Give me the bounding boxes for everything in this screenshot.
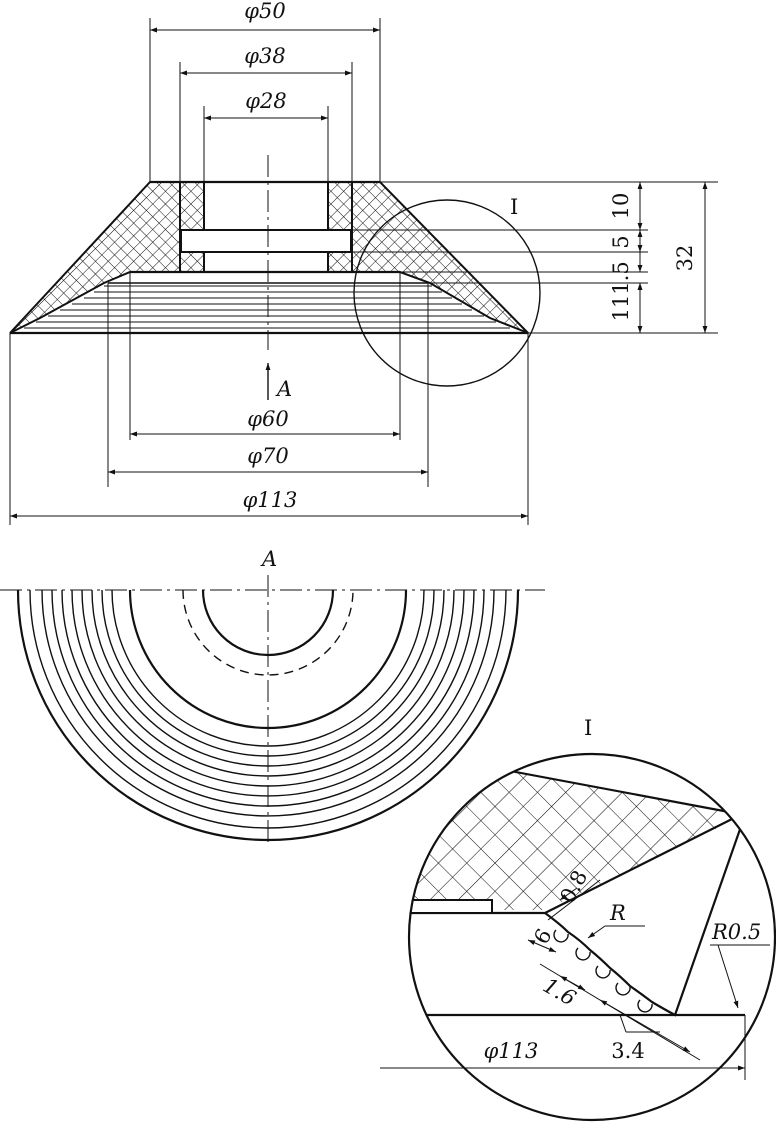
detail-dim-6: 6 xyxy=(529,925,556,949)
abrasive-layers xyxy=(24,285,510,329)
dim-phi60: φ60 xyxy=(247,407,288,431)
dim-1-5: 1.5 xyxy=(609,261,633,294)
groove-band xyxy=(180,229,352,253)
front-section-view xyxy=(9,155,529,350)
view-a: A xyxy=(0,547,545,845)
detail-dim-r0-5: R0.5 xyxy=(711,920,761,944)
concentric-rings xyxy=(16,589,520,842)
hub-ring-left xyxy=(179,181,205,273)
view-a-label: A xyxy=(260,547,277,571)
dim-11: 11 xyxy=(609,295,633,322)
dim-10: 10 xyxy=(609,193,633,220)
dim-phi50: φ50 xyxy=(244,0,285,23)
detail-i: I 0.8 R R0.5 6 1.6 xyxy=(380,716,776,1122)
detail-i-label: I xyxy=(584,716,592,740)
hub-ring-right xyxy=(327,181,353,273)
detail-cone-body xyxy=(409,760,745,910)
front-dimensions: φ50 φ38 φ28 A φ60 φ70 φ113 xyxy=(9,0,718,525)
dim-5: 5 xyxy=(609,235,633,248)
detail-marker-circle xyxy=(353,199,541,387)
detail-marker-label: I xyxy=(510,195,518,219)
dim-phi28: φ28 xyxy=(245,89,286,113)
detail-dim-3-4: 3.4 xyxy=(611,1039,644,1063)
dim-phi70: φ70 xyxy=(247,444,288,468)
bore xyxy=(203,181,329,273)
detail-dim-1-6: 1.6 xyxy=(539,973,580,1010)
detail-dim-r: R xyxy=(609,901,626,925)
dim-phi38: φ38 xyxy=(244,44,285,68)
hidden-bore-edge xyxy=(182,589,354,676)
detail-circle xyxy=(407,752,776,1122)
view-arrow-label: A xyxy=(275,377,292,401)
dim-phi113: φ113 xyxy=(243,488,298,512)
detail-dim-phi113: φ113 xyxy=(484,1039,539,1063)
dim-32: 32 xyxy=(673,245,697,272)
